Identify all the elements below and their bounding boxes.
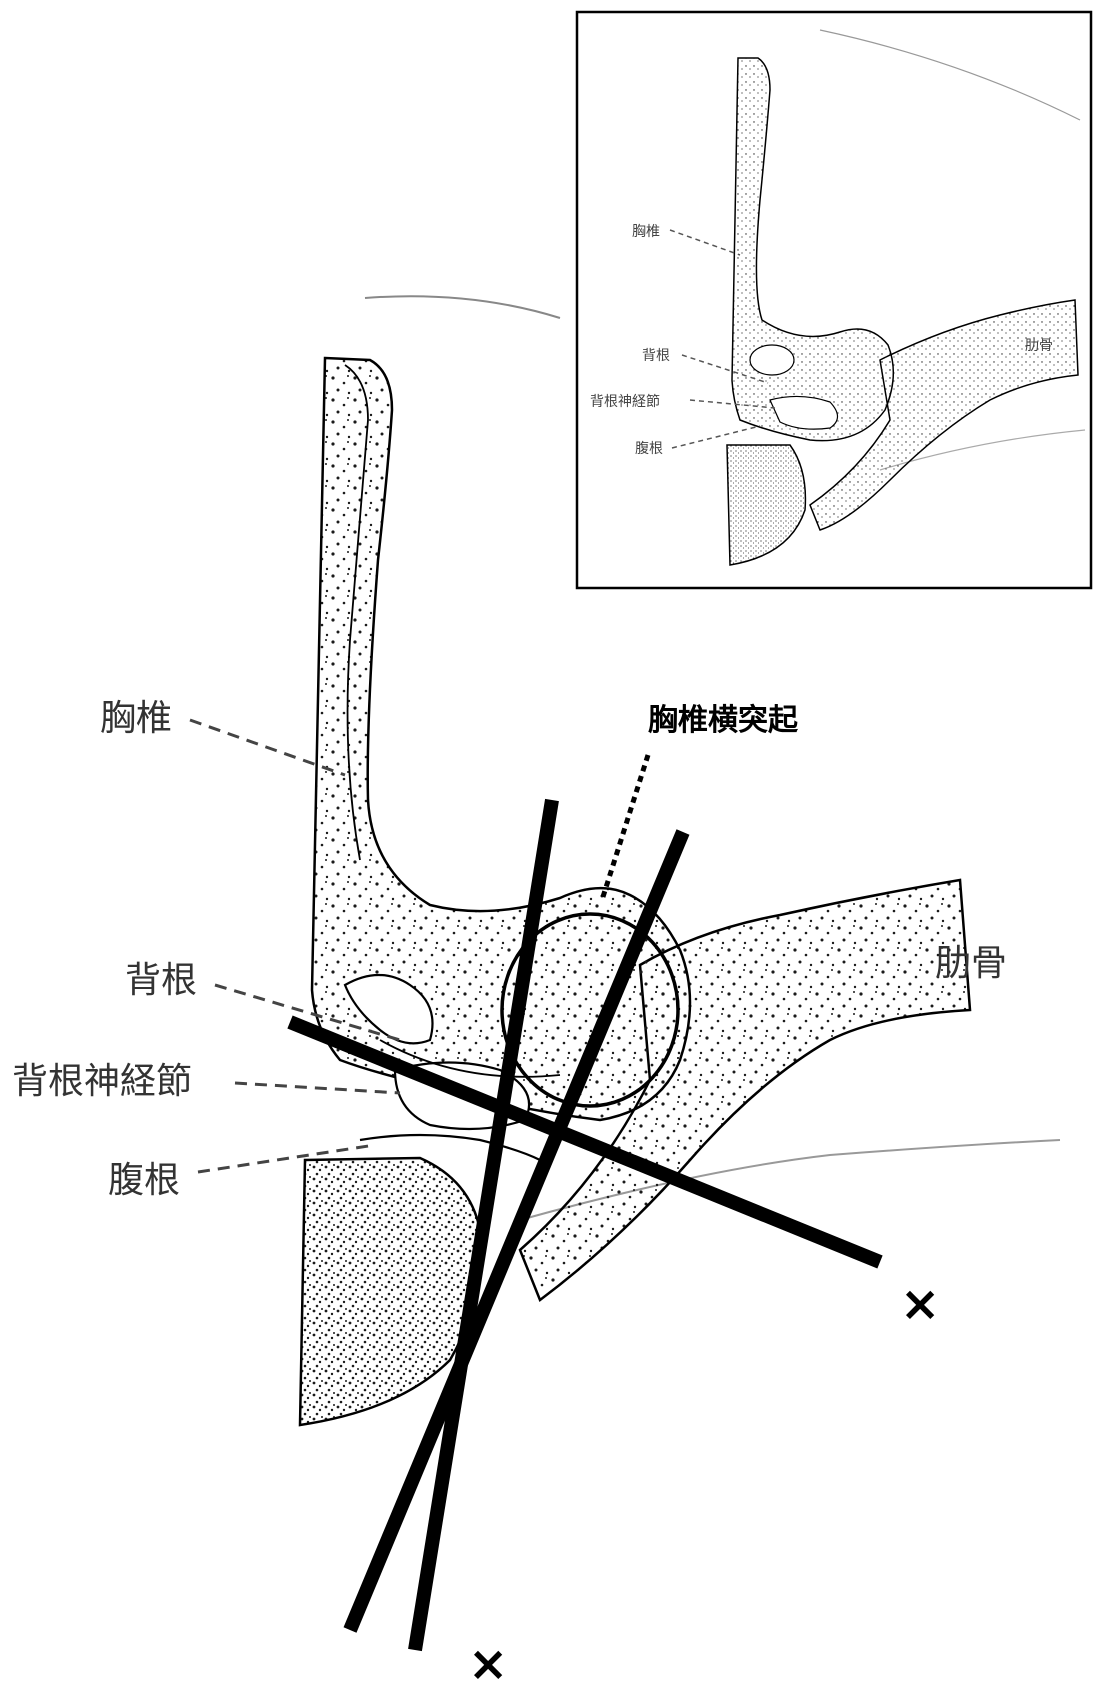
wrong-marker-right: × [900, 1276, 940, 1332]
label-transverse-process: 胸椎横突起 [648, 703, 799, 738]
label-rib: 肋骨 [935, 943, 1007, 984]
label-thoracic-vertebra: 胸椎 [100, 698, 172, 739]
inset-label-rib: 肋骨 [1025, 338, 1053, 354]
leader-transverse-process [602, 755, 648, 900]
leader-dorsal-root-ganglion [235, 1083, 400, 1093]
inset-label-ventral-root: 腹根 [635, 440, 663, 457]
label-dorsal-root: 背根 [125, 960, 197, 1001]
inset-label-ganglion: 背根神経節 [590, 393, 660, 410]
inset-label-thoracic-vertebra: 胸椎 [632, 224, 660, 240]
wrong-marker-bottom: × [468, 1636, 508, 1682]
inset-label-dorsal-root: 背根 [642, 348, 670, 364]
inset-dorsal-root [750, 345, 794, 375]
ventral-root-shape [360, 1135, 540, 1160]
label-ventral-root: 腹根 [108, 1160, 180, 1201]
skin-outline-top [365, 296, 560, 318]
inset-panel [577, 12, 1091, 588]
label-dorsal-root-ganglion: 背根神経節 [12, 1061, 192, 1102]
